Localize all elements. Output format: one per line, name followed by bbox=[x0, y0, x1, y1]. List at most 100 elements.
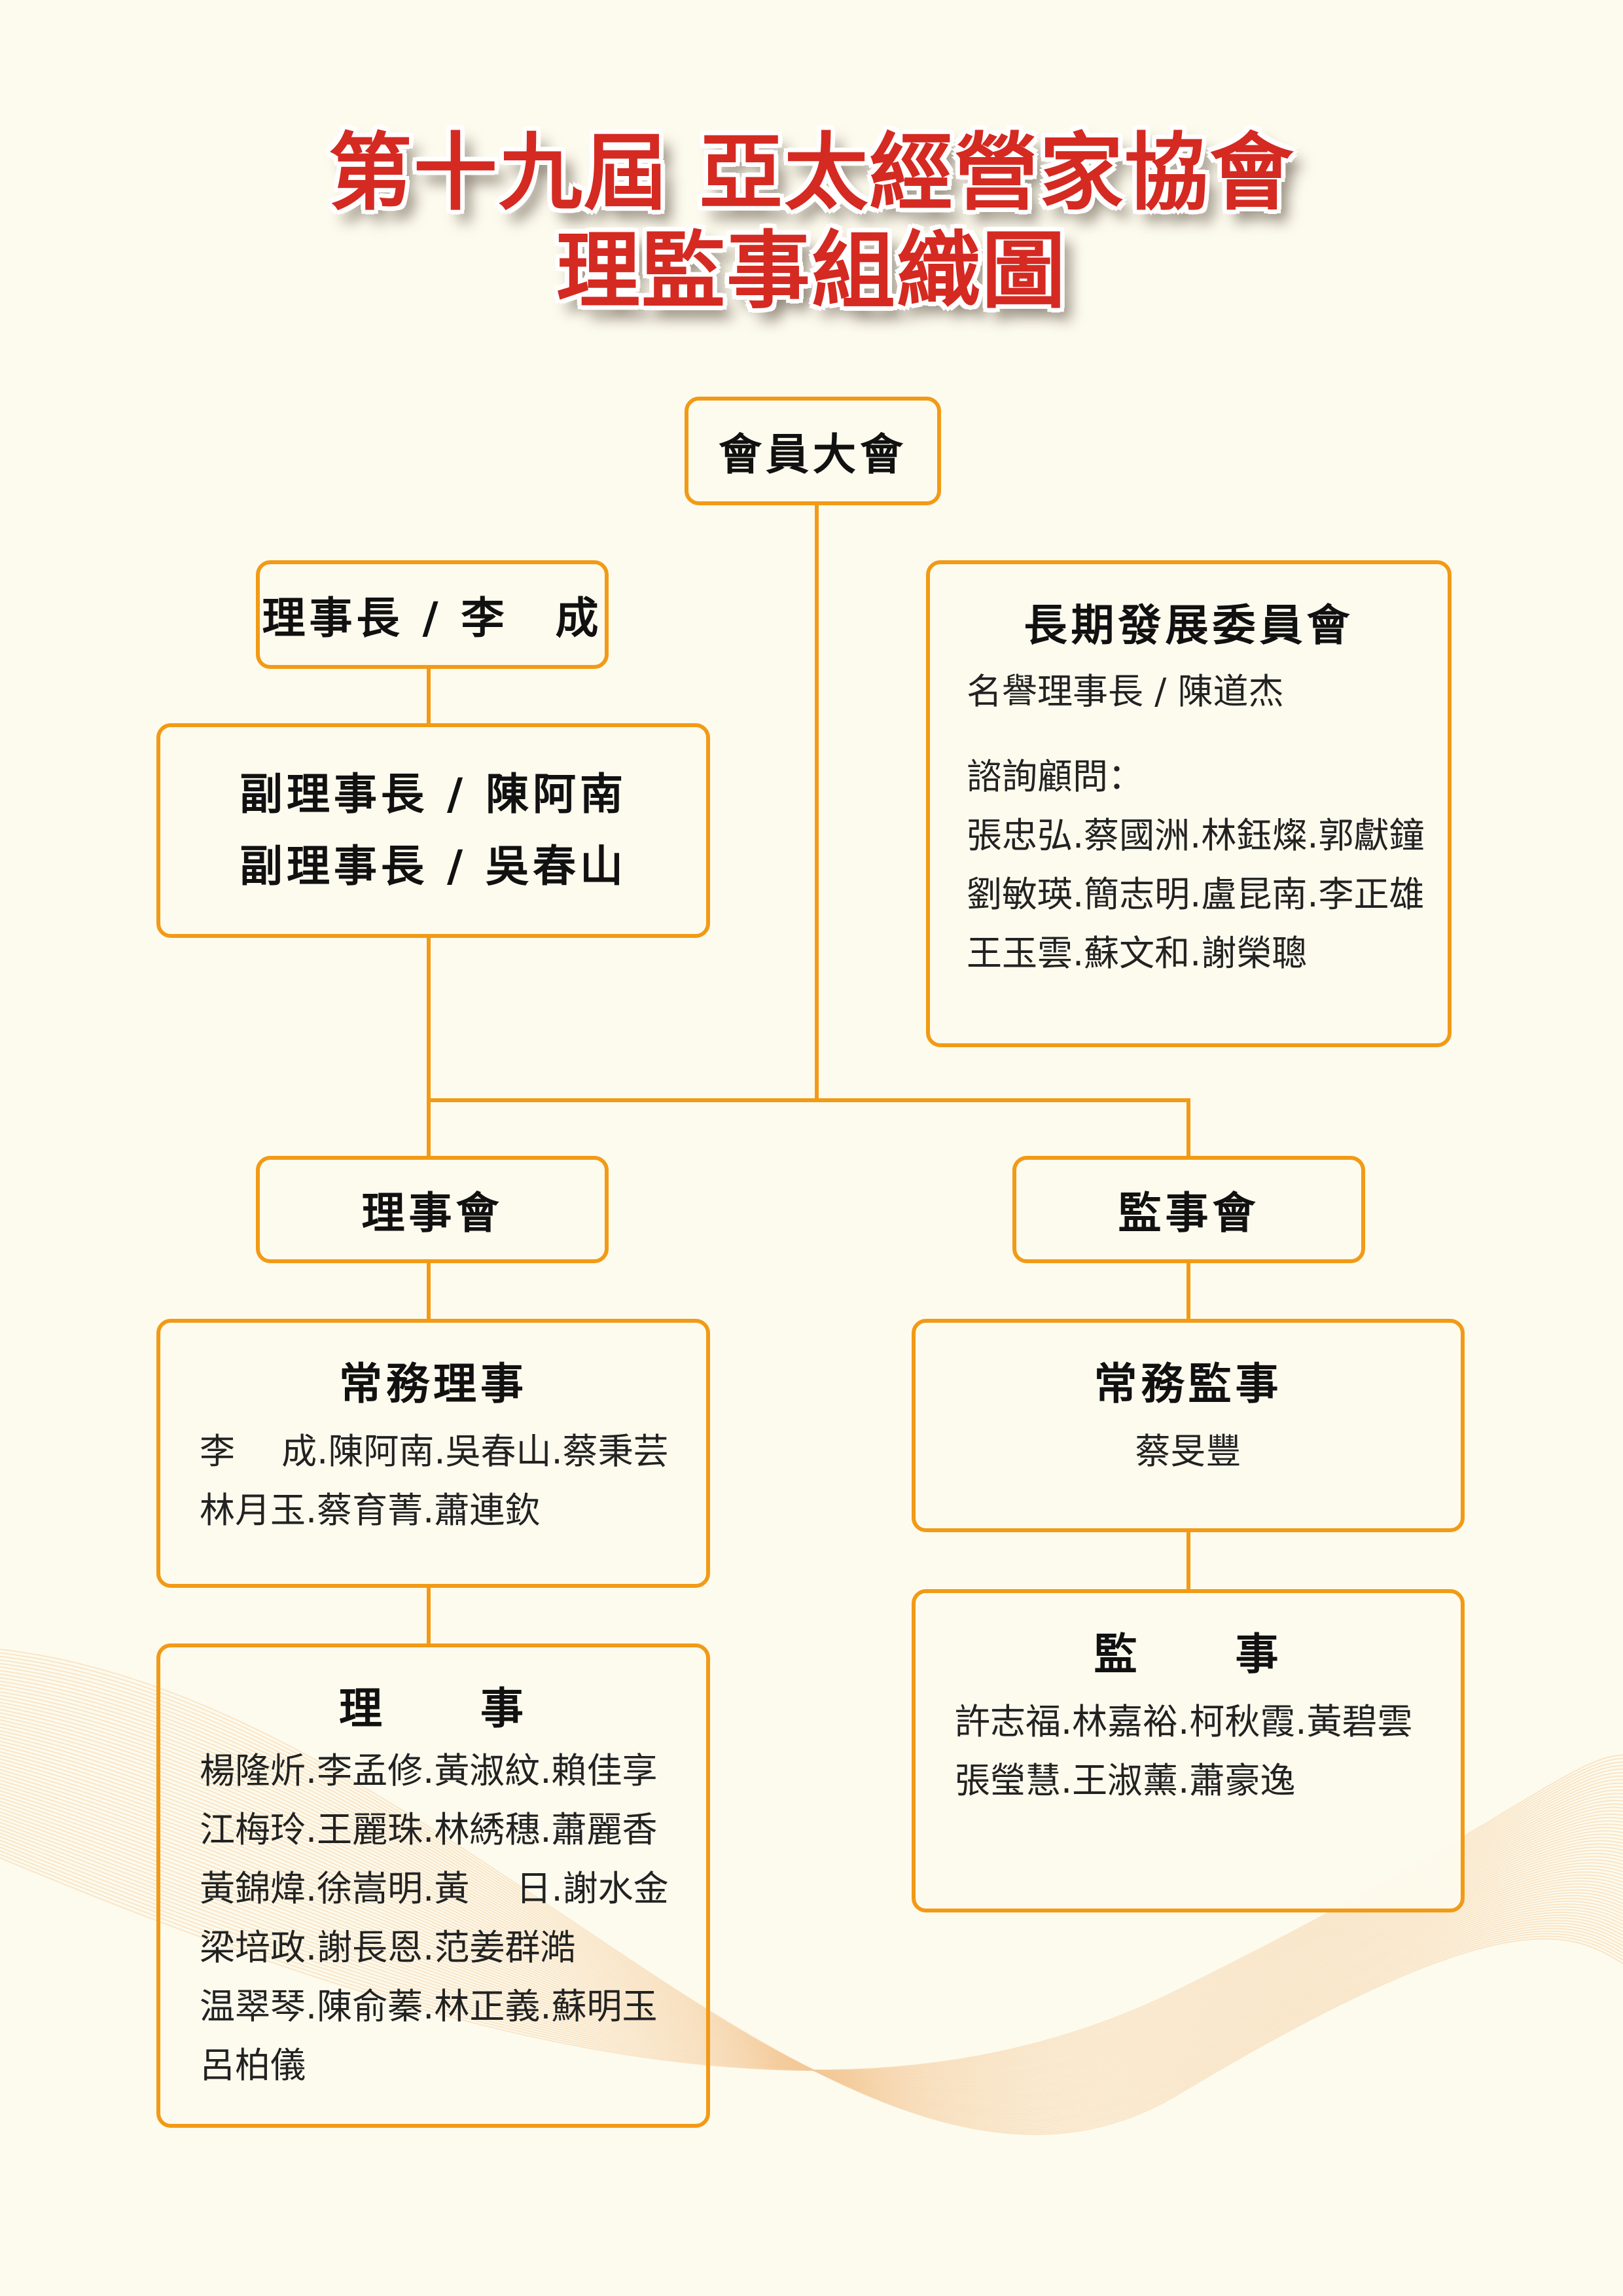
wave-line bbox=[0, 1786, 1623, 2083]
directors-heading: 理 事 bbox=[339, 1683, 527, 1734]
wave-line bbox=[0, 1751, 1623, 2094]
wave-line bbox=[0, 1666, 1623, 2128]
wave-line bbox=[0, 1655, 1623, 2132]
wave-line bbox=[0, 1691, 1623, 2117]
wave-line bbox=[0, 1779, 1623, 2073]
wave-line bbox=[0, 1687, 1623, 2119]
wave-line bbox=[0, 1772, 1623, 2072]
directors-line: 温翠琴.陳俞蓁.林正義.蘇明玉 bbox=[200, 1986, 658, 2027]
wave-line bbox=[0, 1768, 1623, 2089]
wave-line bbox=[0, 1708, 1623, 2110]
wave-line bbox=[0, 1705, 1623, 2111]
wave-line bbox=[0, 1680, 1623, 2122]
long-term-committee-box: 長期發展委員會 名譽理事長 / 陳道杰 諮詢顧問： 張忠弘.蔡國洲.林鈺燦.郭獻… bbox=[926, 560, 1452, 1047]
wave-line bbox=[0, 1740, 1623, 2098]
connector bbox=[427, 938, 431, 1157]
wave-line bbox=[0, 1765, 1623, 2089]
vice-chairman-2: 副理事長 / 吳春山 bbox=[239, 841, 628, 891]
wave-line bbox=[0, 1715, 1623, 2108]
executive-supervisor-box: 常務監事 蔡旻豐 bbox=[912, 1319, 1465, 1532]
executive-directors-line: 李 成.陳阿南.吳春山.蔡秉芸 bbox=[200, 1431, 669, 1472]
supervisory-board-label: 監事會 bbox=[1118, 1188, 1260, 1238]
supervisors-box: 監 事 許志福.林嘉裕.柯秋霞.黃碧雲 張瑩慧.王淑薰.蕭豪逸 bbox=[912, 1589, 1465, 1912]
general-assembly-label: 會員大會 bbox=[719, 429, 907, 480]
wave-line bbox=[0, 1793, 1623, 2081]
wave-line bbox=[0, 1776, 1623, 2086]
advisors-label: 諮詢顧問： bbox=[967, 756, 1143, 797]
connector bbox=[1186, 1532, 1190, 1590]
supervisors-heading: 監 事 bbox=[1094, 1629, 1283, 1679]
wave-line bbox=[0, 1719, 1623, 2106]
wave-line bbox=[0, 1659, 1623, 2130]
wave-line bbox=[0, 1800, 1623, 2077]
directors-line: 黃錦煒.徐嵩明.黃 日.謝水金 bbox=[200, 1868, 669, 1909]
wave-line bbox=[0, 1796, 1623, 2076]
directors-line: 呂柏儀 bbox=[200, 2045, 306, 2086]
wave-line bbox=[0, 1695, 1623, 2116]
wave-line bbox=[0, 1790, 1623, 2082]
wave-line bbox=[0, 1754, 1623, 2072]
wave-line bbox=[0, 1733, 1623, 2100]
connector bbox=[1186, 1263, 1190, 1319]
supervisors-line: 張瑩慧.王淑薰.蕭豪逸 bbox=[955, 1760, 1296, 1801]
wave-line bbox=[0, 1662, 1623, 2129]
general-assembly-box: 會員大會 bbox=[685, 397, 941, 505]
wave-line bbox=[0, 1652, 1623, 2134]
executive-supervisor-name: 蔡旻豐 bbox=[1135, 1431, 1241, 1472]
connector bbox=[427, 1098, 1190, 1102]
wave-line bbox=[0, 1677, 1623, 2123]
advisors-line: 王玉雲.蘇文和.謝榮聰 bbox=[967, 933, 1308, 974]
wave-line bbox=[0, 1772, 1623, 2087]
vice-chairmen-box: 副理事長 / 陳阿南 副理事長 / 吳春山 bbox=[156, 723, 710, 938]
wave-line bbox=[0, 1793, 1623, 2075]
wave-line bbox=[0, 1758, 1623, 2092]
supervisory-board-box: 監事會 bbox=[1012, 1156, 1365, 1263]
wave-line bbox=[0, 1649, 1623, 2135]
executive-directors-box: 常務理事 李 成.陳阿南.吳春山.蔡秉芸 林月玉.蔡育菁.蕭連欽 bbox=[156, 1319, 710, 1588]
wave-line bbox=[0, 1757, 1623, 2072]
wave-line bbox=[0, 1726, 1623, 2103]
connector bbox=[427, 1263, 431, 1319]
connector bbox=[815, 505, 819, 1102]
wave-line bbox=[0, 1779, 1623, 2085]
wave-line bbox=[0, 1748, 1623, 2096]
title-line-2: 理監事組織圖 bbox=[556, 223, 1067, 320]
wave-line bbox=[0, 1712, 1623, 2109]
wave-line bbox=[0, 1684, 1623, 2120]
chairman-box: 理事長 / 李 成 bbox=[256, 560, 609, 669]
supervisors-line: 許志福.林嘉裕.柯秋霞.黃碧雲 bbox=[955, 1701, 1413, 1742]
directors-line: 江梅玲.王麗珠.林綉穗.蕭麗香 bbox=[200, 1809, 658, 1850]
wave-line bbox=[0, 1702, 1623, 2113]
wave-line bbox=[0, 1744, 1623, 2097]
wave-line bbox=[0, 1673, 1623, 2125]
chairman-label: 理事長 / 李 成 bbox=[262, 593, 603, 643]
wave-line bbox=[0, 1768, 1623, 2072]
board-label: 理事會 bbox=[361, 1188, 503, 1238]
connector bbox=[427, 1588, 431, 1644]
wave-line bbox=[0, 1801, 1623, 2079]
directors-line: 梁培政.謝長恩.范姜群澔 bbox=[200, 1927, 576, 1968]
honorary-chairman: 名譽理事長 / 陳道杰 bbox=[967, 671, 1284, 712]
wave-line bbox=[0, 1789, 1623, 2075]
advisors-line: 張忠弘.蔡國洲.林鈺燦.郭獻鐘 bbox=[967, 815, 1425, 856]
title-line-1: 第十九屆 亞太經營家協會 bbox=[328, 124, 1295, 222]
vice-chairman-1: 副理事長 / 陳阿南 bbox=[239, 769, 628, 819]
directors-line: 楊隆炘.李孟修.黃淑紋.賴佳享 bbox=[200, 1750, 658, 1791]
wave-line bbox=[0, 1803, 1623, 2077]
wave-line bbox=[0, 1761, 1623, 2090]
wave-line bbox=[0, 1783, 1623, 2084]
executive-directors-heading: 常務理事 bbox=[339, 1359, 527, 1409]
advisors-line: 劉敏瑛.簡志明.盧昆南.李正雄 bbox=[967, 874, 1425, 915]
wave-line bbox=[0, 1670, 1623, 2126]
wave-line bbox=[0, 1730, 1623, 2102]
committee-heading: 長期發展委員會 bbox=[1024, 600, 1354, 651]
board-box: 理事會 bbox=[256, 1156, 609, 1263]
connector bbox=[1186, 1098, 1190, 1157]
wave-line bbox=[0, 1765, 1623, 2072]
wave-line bbox=[0, 1761, 1623, 2072]
wave-line bbox=[0, 1797, 1623, 2080]
wave-line bbox=[0, 1804, 1623, 2078]
wave-line bbox=[0, 1785, 1623, 2074]
wave-line bbox=[0, 1782, 1623, 2073]
